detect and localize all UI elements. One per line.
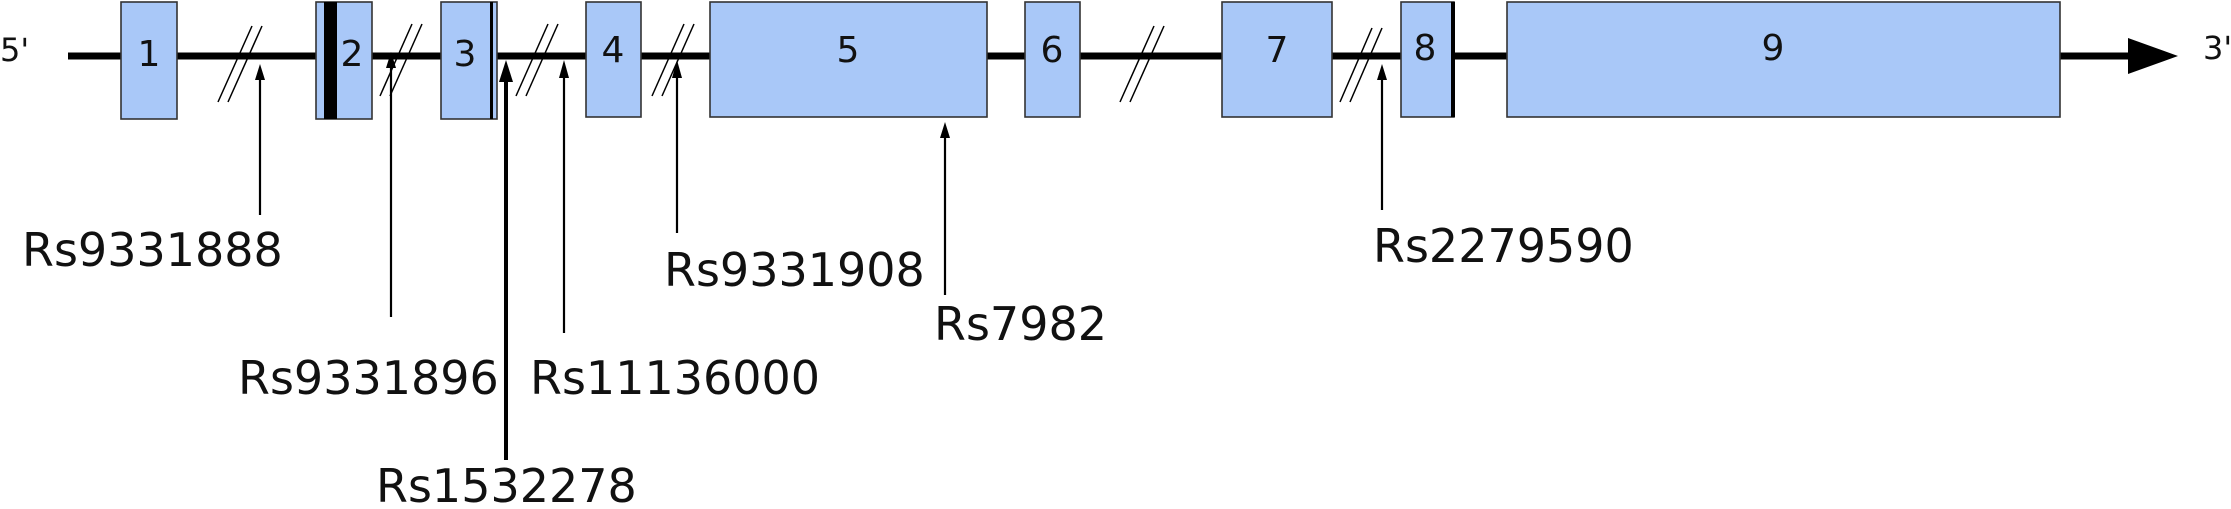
exon-1-label: 1 <box>138 34 161 75</box>
exon-5: 5 <box>709 1 988 118</box>
exon-3-marker-band <box>490 2 493 119</box>
snp-pointer-rs7982 <box>940 122 950 295</box>
exon-9: 9 <box>1506 1 2061 118</box>
snp-pointer-rs9331896 <box>386 52 396 317</box>
exon-6-label: 6 <box>1041 30 1064 71</box>
snp-pointer-rs11136000 <box>559 60 569 333</box>
snp-label-rs11136000: Rs11136000 <box>530 351 820 405</box>
intron-break-6 <box>1339 27 1383 103</box>
direction-arrowhead <box>2128 38 2178 74</box>
exon-2: 2 <box>315 1 373 120</box>
exon-7: 7 <box>1221 1 1333 118</box>
exon-1: 1 <box>120 1 178 120</box>
snp-label-rs2279590: Rs2279590 <box>1373 219 1634 273</box>
exon-3-label: 3 <box>454 34 477 75</box>
intron-break-3 <box>515 23 559 97</box>
snp-label-rs7982: Rs7982 <box>934 297 1107 351</box>
exon-4-label: 4 <box>602 30 625 71</box>
exon-8: 8 <box>1400 1 1455 118</box>
exon-2-marker-band <box>324 2 337 119</box>
snp-label-rs1532278: Rs1532278 <box>376 459 637 509</box>
five-prime-label: 5' <box>0 31 29 69</box>
intron-break-5 <box>1119 25 1165 103</box>
exon-4: 4 <box>585 1 642 118</box>
exon-2-label: 2 <box>341 34 364 75</box>
snp-pointer-rs9331908 <box>672 60 682 233</box>
snp-pointer-rs2279590 <box>1377 64 1387 210</box>
exon-8-label: 8 <box>1414 28 1437 69</box>
exon-5-label: 5 <box>837 30 860 71</box>
intron-break-2 <box>379 23 423 97</box>
exon-9-label: 9 <box>1762 28 1785 69</box>
snp-label-rs9331896: Rs9331896 <box>238 351 499 405</box>
exon-8-marker-band <box>1451 2 1455 117</box>
three-prime-label: 3' <box>2203 29 2231 67</box>
snp-pointer-rs1532278 <box>499 60 513 460</box>
exon-3: 3 <box>440 1 498 120</box>
snp-label-rs9331908: Rs9331908 <box>664 243 925 297</box>
exon-7-label: 7 <box>1266 30 1289 71</box>
exon-6: 6 <box>1024 1 1081 118</box>
intron-break-4 <box>651 23 695 97</box>
intron-break-1 <box>217 25 263 103</box>
snp-pointer-rs9331888 <box>255 64 265 215</box>
snp-label-rs9331888: Rs9331888 <box>22 223 283 277</box>
